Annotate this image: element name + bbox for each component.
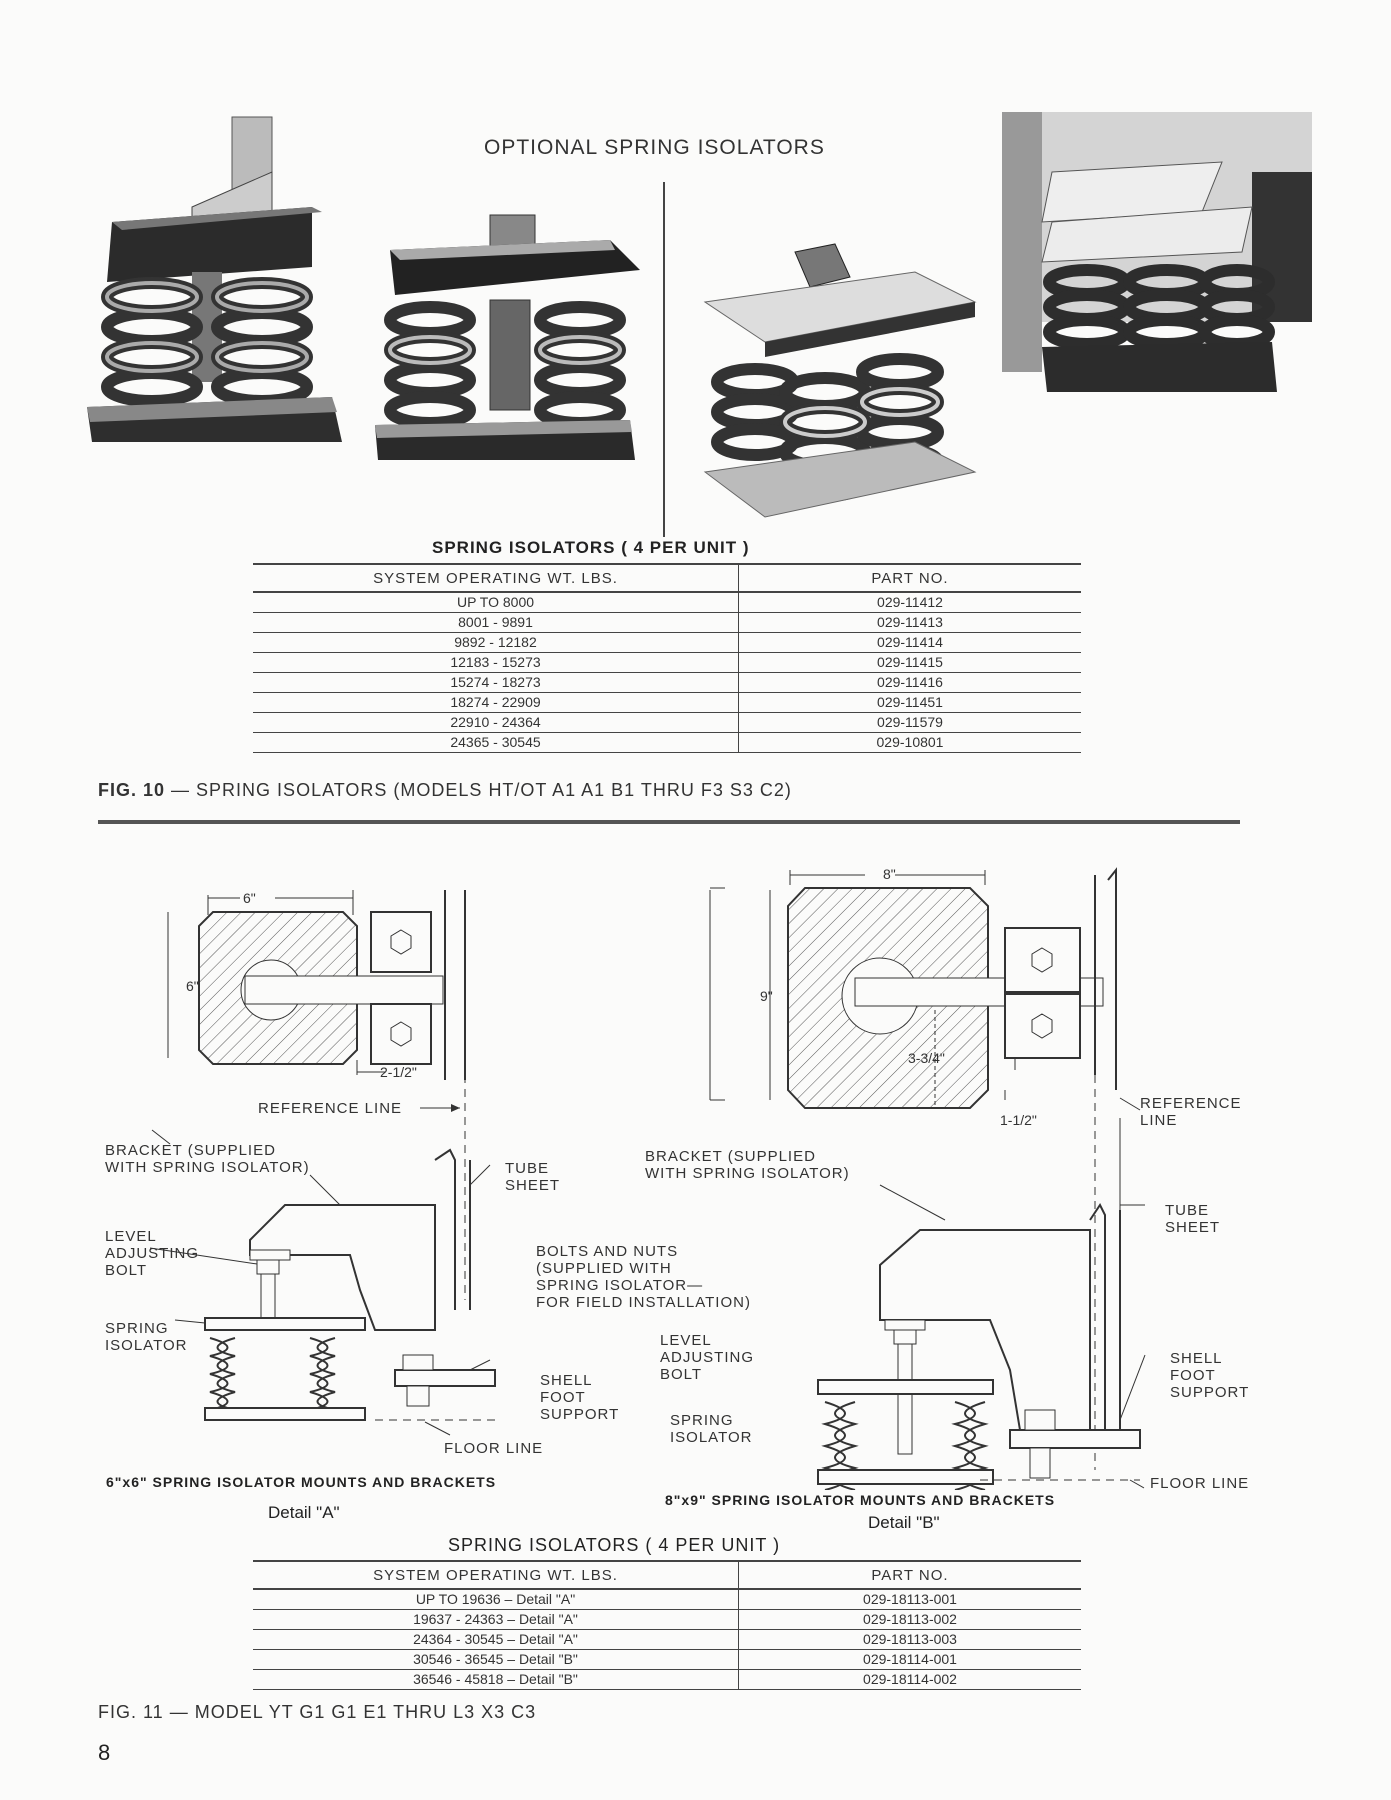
detail-b-floor-line: FLOOR LINE (1150, 1475, 1250, 1492)
table2-title: SPRING ISOLATORS ( 4 PER UNIT ) (448, 1535, 781, 1555)
detail-a-reference-line: REFERENCE LINE (258, 1100, 403, 1117)
weight-cell: 9892 - 12182 (253, 632, 739, 653)
part-cell: 029-11415 (738, 652, 1081, 673)
fig11-number: FIG. 11 (98, 1702, 164, 1722)
detail-b-drawing (709, 867, 1146, 1490)
detail-a-label: Detail "A" (268, 1503, 340, 1522)
part-cell: 029-11414 (738, 632, 1081, 653)
weight-cell: 15274 - 18273 (253, 672, 739, 693)
isolator-photo-1 (87, 116, 342, 442)
detail-b-spring-isolator: SPRING ISOLATOR (670, 1412, 753, 1446)
detail-a-height: 6" (186, 978, 199, 994)
table1-title: SPRING ISOLATORS ( 4 PER UNIT ) (432, 538, 750, 557)
detail-b-level-bolt: LEVEL ADJUSTING BOLT (660, 1332, 755, 1383)
weight-cell: 8001 - 9891 (253, 612, 739, 633)
part-cell: 029-11412 (738, 592, 1081, 613)
part-cell: 029-18113-001 (738, 1589, 1081, 1610)
weight-cell: UP TO 19636 – Detail "A" (253, 1589, 739, 1610)
detail-b-caption: 8"x9" SPRING ISOLATOR MOUNTS AND BRACKET… (665, 1492, 1056, 1508)
detail-a-floor-line: FLOOR LINE (444, 1440, 544, 1457)
weight-cell: 24364 - 30545 – Detail "A" (253, 1629, 739, 1650)
detail-b-tube-sheet: TUBE SHEET (1165, 1202, 1221, 1236)
detail-b-inner: 3-3/4" (908, 1050, 945, 1066)
fig11-caption: FIG. 11 — MODEL YT G1 G1 E1 THRU L3 X3 C… (98, 1702, 536, 1723)
fig10-text: — SPRING ISOLATORS (MODELS HT/OT A1 A1 B… (171, 780, 792, 800)
detail-b-bracket-label: BRACKET (SUPPLIED WITH SPRING ISOLATOR) (645, 1148, 850, 1182)
weight-cell: 30546 - 36545 – Detail "B" (253, 1649, 739, 1670)
weight-cell: 18274 - 22909 (253, 692, 739, 713)
detail-b-offset: 1-1/2" (1000, 1112, 1037, 1128)
detail-b-reference-line: REFERENCE LINE (1140, 1095, 1242, 1129)
detail-b-shell-foot: SHELL FOOT SUPPORT (1170, 1350, 1250, 1401)
part-cell: 029-18114-002 (738, 1669, 1081, 1690)
table-row: 19637 - 24363 – Detail "A"029-18113-002 (253, 1609, 1081, 1630)
section-divider (98, 820, 1240, 824)
isolator-photo-3 (703, 243, 977, 518)
detail-a-level-bolt: LEVEL ADJUSTING BOLT (105, 1228, 200, 1279)
detail-a-shell-foot: SHELL FOOT SUPPORT (540, 1372, 620, 1423)
col-header-part: PART NO. (738, 1560, 1081, 1590)
detail-a-width: 6" (243, 890, 256, 906)
weight-cell: 19637 - 24363 – Detail "A" (253, 1609, 739, 1630)
part-cell: 029-18114-001 (738, 1649, 1081, 1670)
weight-cell: 24365 - 30545 (253, 732, 739, 753)
detail-a-offset: 2-1/2" (380, 1064, 417, 1080)
part-cell: 029-18113-002 (738, 1609, 1081, 1630)
weight-cell: 12183 - 15273 (253, 652, 739, 673)
table-row: UP TO 19636 – Detail "A"029-18113-001 (253, 1589, 1081, 1610)
detail-a-caption: 6"x6" SPRING ISOLATOR MOUNTS AND BRACKET… (106, 1474, 497, 1490)
weight-cell: 36546 - 45818 – Detail "B" (253, 1669, 739, 1690)
table-row: 24364 - 30545 – Detail "A"029-18113-003 (253, 1629, 1081, 1650)
part-cell: 029-18113-003 (738, 1629, 1081, 1650)
detail-a-spring-isolator: SPRING ISOLATOR (105, 1320, 188, 1354)
detail-b-height: 9" (760, 988, 773, 1004)
part-cell: 029-11579 (738, 712, 1081, 733)
fig11-text: — MODEL YT G1 G1 E1 THRU L3 X3 C3 (169, 1702, 537, 1722)
photo-divider (663, 182, 665, 537)
fig10-caption: FIG. 10 — SPRING ISOLATORS (MODELS HT/OT… (98, 780, 792, 801)
spring-isolator-table-1: SYSTEM OPERATING WT. LBS. PART NO. UP TO… (253, 563, 1081, 753)
weight-cell: 22910 - 24364 (253, 712, 739, 733)
part-cell: 029-11451 (738, 692, 1081, 713)
part-cell: 029-11413 (738, 612, 1081, 633)
detail-a-drawing (149, 890, 496, 1436)
col-header-weight: SYSTEM OPERATING WT. LBS. (253, 1560, 739, 1590)
detail-a-tube-sheet: TUBE SHEET (505, 1160, 561, 1194)
bolts-and-nuts-label: BOLTS AND NUTS (SUPPLIED WITH SPRING ISO… (536, 1243, 751, 1311)
col-header-part: PART NO. (738, 563, 1081, 593)
fig10-number: FIG. 10 (98, 780, 166, 800)
isolator-photo-4 (1002, 112, 1312, 392)
section-title: OPTIONAL SPRING ISOLATORS (484, 136, 825, 159)
page-number: 8 (98, 1740, 111, 1765)
table-row: 30546 - 36545 – Detail "B"029-18114-001 (253, 1649, 1081, 1670)
part-cell: 029-11416 (738, 672, 1081, 693)
detail-b-width: 8" (883, 866, 896, 882)
isolator-photo-2 (375, 214, 640, 460)
col-header-weight: SYSTEM OPERATING WT. LBS. (253, 563, 739, 593)
part-cell: 029-10801 (738, 732, 1081, 753)
detail-b-label: Detail "B" (868, 1513, 940, 1532)
table-row: 36546 - 45818 – Detail "B"029-18114-002 (253, 1669, 1081, 1690)
weight-cell: UP TO 8000 (253, 592, 739, 613)
detail-a-bracket-label: BRACKET (SUPPLIED WITH SPRING ISOLATOR) (105, 1142, 310, 1176)
spring-isolator-table-2: SYSTEM OPERATING WT. LBS. PART NO. UP TO… (253, 1560, 1081, 1690)
